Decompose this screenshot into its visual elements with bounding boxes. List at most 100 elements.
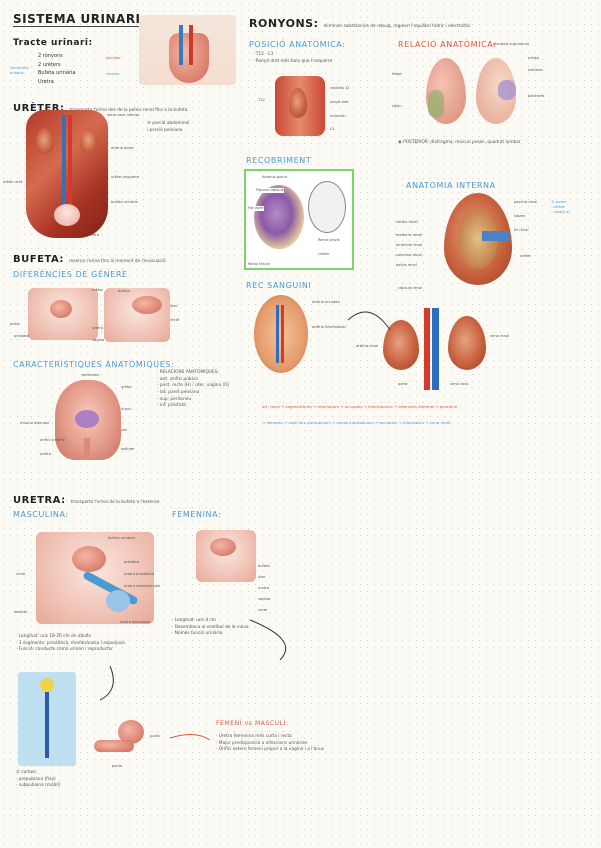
sistema-title: SISTEMA URINARI:	[13, 12, 146, 27]
relacio-label: melsa	[528, 56, 539, 60]
tracte-item: Bufeta urinària	[38, 70, 76, 76]
relacio-heading: RELACIÓ ANATÒMICA:	[398, 40, 497, 49]
sanguini-heading: REC SANGUINI	[246, 281, 312, 290]
tracte-item: 2 urèters	[38, 61, 61, 68]
uretra-prostate-illustration	[18, 672, 76, 766]
uretra-female-label: úter	[258, 575, 266, 579]
anat-label: urèter	[121, 385, 132, 389]
uretra-male-label: testicle	[14, 610, 28, 614]
posicio-illustration	[275, 76, 325, 136]
arrow-sanguini	[347, 311, 391, 331]
bufeta-anatomy-illustration	[55, 380, 121, 460]
bufeta-label: úter	[170, 304, 178, 308]
anat-label: orifici ureteral	[40, 438, 66, 442]
arrow-femenina	[249, 619, 287, 661]
vena-cava-vessel	[432, 308, 439, 390]
interna-label: càpsula renal	[398, 286, 423, 290]
interna-label: calzes	[514, 214, 526, 218]
relacio-label: fetge	[392, 72, 402, 76]
bufeta-label: bufeta	[118, 289, 130, 293]
bufeta-title: BUFETA:	[13, 254, 64, 265]
tracte-title: Tracte urinari:	[13, 38, 93, 48]
posicio-label: L3	[330, 127, 335, 131]
arrow-diff	[169, 734, 211, 741]
posicio-label: músculs	[330, 114, 345, 118]
interna-note: ② zones: · còrtex · medul·la	[551, 200, 569, 214]
bufeta-label: uretra	[92, 326, 103, 330]
ureter-label: uretra	[88, 233, 99, 237]
uretra-female-notes: · Longitud: uns 4 cm · Desemboca al vest…	[172, 618, 249, 637]
uretra-female-illustration	[196, 530, 256, 582]
relacio-label: glàndula suprarenal	[493, 42, 529, 46]
sanguini-kidney-section	[254, 295, 308, 373]
interna-illustration	[444, 193, 512, 285]
uretra-male-label: recte	[16, 572, 26, 576]
uretra-male-label: uretra prostàtica	[124, 572, 155, 576]
ureter-label: artèria aorta	[111, 146, 134, 150]
bufeta-label: pubis	[10, 322, 20, 326]
rec-label: Renal pelvis	[318, 238, 340, 242]
posicio-label: T12	[258, 98, 265, 102]
ureter-label: urèter dret	[3, 180, 23, 184]
uretra-male-illustration	[36, 532, 154, 624]
interna-label: còrtex renal	[396, 220, 418, 224]
tracte-item: Uretra	[38, 78, 54, 85]
tracte-label-reserva: reserva	[106, 72, 120, 76]
arrow-masculina	[99, 665, 114, 701]
sang-label: aorta	[398, 382, 408, 386]
anat-label: múscul detrusor	[20, 421, 50, 425]
tracte-label-excretor: excretor	[106, 56, 121, 60]
posicio-notes: · T12 - L3 · Ronyó dret més baix que l'e…	[253, 52, 333, 64]
sang-label: vena renal	[490, 334, 510, 338]
aorta-vessel	[424, 308, 430, 390]
ureter-label: bufeta urinària	[111, 200, 138, 204]
bufeta-label: urèter	[92, 288, 103, 292]
bufeta-label: pròstata	[14, 334, 29, 338]
interna-label: papil·la renal	[514, 200, 538, 204]
flow-top: art. renal → segmentàries → interlobars …	[262, 404, 458, 409]
interna-heading: ANATOMIA INTERNA	[406, 181, 496, 190]
ureter-label: urèter esquerre	[111, 175, 140, 179]
anat-label: coll	[121, 428, 128, 432]
rec-label: Renal fascia	[248, 262, 270, 266]
curve-label: penis	[112, 764, 122, 768]
femenina-heading: FEMENINA:	[172, 510, 222, 519]
interna-label: urèter	[520, 254, 531, 258]
bufeta-label: vagina	[92, 338, 105, 342]
masculina-heading: MASCULINA:	[13, 510, 69, 519]
interna-label: hil renal	[514, 228, 529, 232]
interna-label: pelvis renal	[396, 263, 417, 267]
relacio-note: ◉ POSTERIOR: diafragma, múscul psoas, qu…	[398, 140, 521, 145]
ureter-note: ② porció abdominal i porció pelviana	[147, 121, 190, 133]
uretra-male-notes: · Longitud: uns 18-20 cm en adults · 3 s…	[16, 634, 125, 653]
tracte-label-left: conductes urinaris	[10, 66, 29, 75]
uretra-desc: transporta l'orina de la bufeta a l'exte…	[70, 500, 161, 505]
curve-label: pubis	[150, 734, 160, 738]
uretra-male-label: pròstata	[124, 560, 139, 564]
relacio-label: còlon	[392, 104, 402, 108]
anat-label: trígon	[121, 407, 132, 411]
relacio-illustration	[420, 50, 524, 130]
uretra-male-label: uretra esponjosa	[120, 620, 151, 624]
posicio-label: ronyó dret	[330, 100, 349, 104]
rec-label: Fat layer	[248, 206, 264, 211]
ureter-illustration	[26, 110, 108, 238]
diff-heading: FEMENÍ vs MASCULÍ:	[216, 720, 289, 727]
interna-label: medul·la renal	[396, 233, 422, 237]
sang-label: artèria renal	[356, 344, 379, 348]
bufeta-female-illustration	[104, 288, 170, 342]
caracteristiques-heading: CARACTERÍSTIQUES ANATÒMIQUES:	[13, 360, 175, 369]
relacions-notes: · RELACIONS ANATÒMIQUES: - ant: sínfisi …	[157, 370, 230, 409]
uretra-female-label: vagina	[258, 597, 271, 601]
anat-label: uretra	[40, 452, 51, 456]
tracte-item: 2 ronyons	[38, 53, 63, 59]
recobriment-illustration	[244, 169, 354, 270]
relacio-label: pàncrees	[528, 94, 545, 98]
interna-label: columna renal	[396, 253, 422, 257]
uretra-female-label: recte	[258, 608, 268, 612]
uretra-female-label: bufeta	[258, 564, 270, 568]
uretra-curves-illustration	[94, 716, 164, 764]
anat-label: esfínter	[121, 447, 135, 451]
uretra-male-label: bufeta urinària	[108, 536, 135, 540]
